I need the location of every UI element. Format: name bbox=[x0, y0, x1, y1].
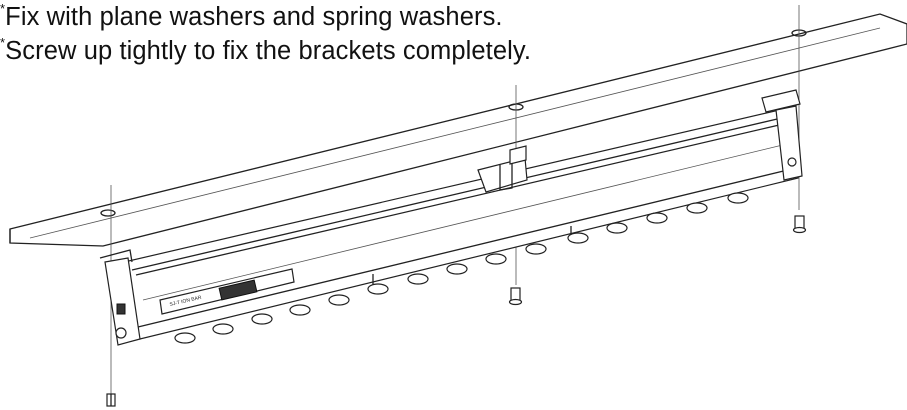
bullet-mark: * bbox=[0, 1, 6, 16]
screw-right bbox=[792, 215, 807, 234]
screw-left bbox=[106, 393, 116, 407]
emitter-pins bbox=[174, 192, 749, 344]
right-end-cap bbox=[761, 89, 803, 181]
instruction-line-washers: *Fix with plane washers and spring washe… bbox=[0, 1, 503, 32]
bullet-mark: * bbox=[0, 35, 6, 50]
mounting-plate bbox=[9, 13, 907, 247]
screw-center bbox=[508, 287, 523, 306]
left-end-cap bbox=[99, 249, 141, 346]
instruction-text-washers: Fix with plane washers and spring washer… bbox=[5, 3, 503, 31]
instruction-line-screw: *Screw up tightly to fix the brackets co… bbox=[0, 35, 532, 66]
instruction-text-screw: Screw up tightly to fix the brackets com… bbox=[5, 37, 532, 65]
ion-bar: SJ-T ION BAR bbox=[119, 107, 799, 340]
panel-indicators bbox=[218, 279, 258, 301]
instruction-notes: *Fix with plane washers and spring washe… bbox=[0, 0, 907, 80]
plate-hole-left bbox=[100, 209, 116, 217]
mounting-screws bbox=[106, 215, 807, 407]
center-bracket bbox=[477, 145, 528, 193]
